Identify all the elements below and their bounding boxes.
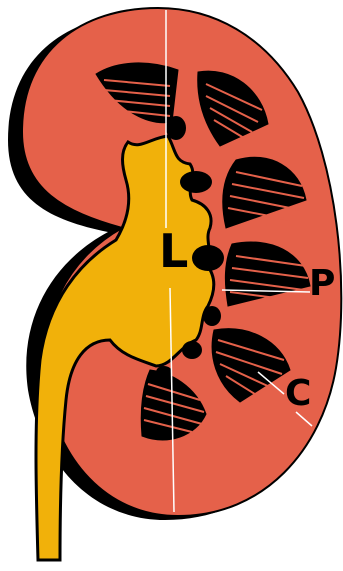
- label-l: L: [159, 228, 188, 274]
- label-p: P: [309, 266, 335, 302]
- label-c: C: [285, 376, 311, 412]
